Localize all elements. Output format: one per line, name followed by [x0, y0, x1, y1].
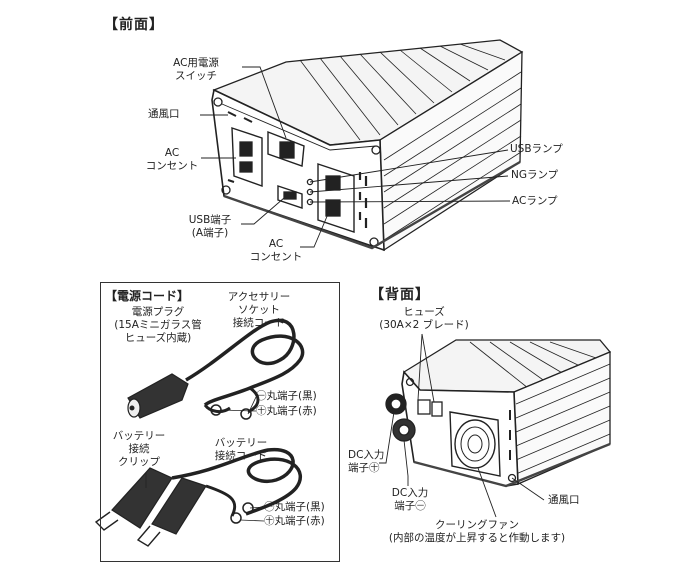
- label-battery-clip: バッテリー 接続 クリップ: [108, 430, 170, 469]
- label-accessory-positive-terminal: ㊉丸端子(赤): [256, 405, 317, 417]
- back-leader-lines: [379, 333, 545, 518]
- label-battery-positive-terminal: ㊉丸端子(赤): [264, 515, 325, 527]
- label-usb-port-line2: (A端子): [191, 227, 229, 239]
- label-ac-switch-line2: スイッチ: [175, 70, 217, 82]
- label-battery-negative-terminal: ㊀丸端子(黒): [264, 501, 325, 513]
- label-usb-lamp: USBランプ: [510, 143, 563, 155]
- label-fuse: ヒューズ (30A×2 ブレード): [368, 306, 480, 332]
- label-vent-front: 通風口: [148, 108, 180, 120]
- label-battery-clip-line1: バッテリー: [112, 430, 166, 442]
- label-dc-negative-line2: 端子㊀: [394, 500, 426, 512]
- label-ac-outlet-bottom: AC コンセント: [246, 238, 306, 264]
- back-inverter-drawing: [385, 339, 612, 488]
- label-battery-clip-line3: クリップ: [118, 456, 160, 468]
- power-cord-panel: [100, 282, 340, 562]
- front-section-title: 【前面】: [104, 17, 164, 33]
- label-ac-outlet-bottom-line1: AC: [268, 238, 284, 250]
- label-dc-negative: DC入力 端子㊀: [384, 487, 436, 513]
- power-cord-drawing: [94, 318, 305, 547]
- label-vent-back: 通風口: [548, 494, 580, 506]
- label-plug: 電源プラグ (15Aミニガラス管 ヒューズ内蔵): [114, 306, 202, 345]
- label-plug-line2: (15Aミニガラス管: [114, 319, 202, 331]
- label-battery-cord-line2: 接続コード: [214, 450, 268, 462]
- front-leader-lines: [200, 66, 511, 248]
- label-dc-positive-line1: DC入力: [348, 449, 385, 461]
- back-section-title: 【背面】: [370, 287, 430, 303]
- label-usb-port: USB端子 (A端子): [180, 214, 240, 240]
- label-ac-outlet-bottom-line2: コンセント: [249, 251, 303, 263]
- label-battery-cord-line1: バッテリー: [214, 437, 268, 449]
- label-accessory-cord-line1: アクセサリー: [227, 291, 291, 303]
- label-fuse-line2: (30A×2 ブレード): [379, 319, 469, 331]
- label-ac-switch: AC用電源 スイッチ: [150, 57, 242, 83]
- label-ng-lamp: NGランプ: [511, 169, 559, 181]
- label-accessory-cord-line2: ソケット: [238, 304, 280, 316]
- power-cord-section-title: 【電源コード】: [105, 289, 190, 303]
- label-ac-outlet-left: AC コンセント: [142, 147, 202, 173]
- label-usb-port-line1: USB端子: [188, 214, 232, 226]
- label-ac-lamp: ACランプ: [512, 195, 558, 207]
- label-ac-switch-line1: AC用電源: [173, 57, 219, 69]
- label-accessory-cord-line3: 接続コード: [232, 317, 286, 329]
- label-battery-cord: バッテリー 接続コード: [206, 437, 276, 463]
- label-dc-negative-line1: DC入力: [391, 487, 429, 499]
- label-accessory-cord: アクセサリー ソケット 接続コード: [220, 291, 298, 330]
- front-inverter-drawing: [211, 39, 524, 252]
- label-plug-line1: 電源プラグ: [131, 306, 185, 318]
- label-cooling-fan: クーリングファン (内部の温度が上昇すると作動します): [370, 519, 584, 545]
- label-ac-outlet-left-line1: AC: [164, 147, 180, 159]
- label-dc-positive-line2: 端子㊉: [348, 462, 380, 474]
- label-ac-outlet-left-line2: コンセント: [145, 160, 199, 172]
- label-accessory-negative-terminal: ㊀丸端子(黒): [256, 390, 317, 402]
- label-cooling-fan-line1: クーリングファン: [435, 519, 519, 531]
- label-plug-line3: ヒューズ内蔵): [124, 332, 192, 344]
- label-battery-clip-line2: 接続: [128, 443, 150, 455]
- label-cooling-fan-line2: (内部の温度が上昇すると作動します): [388, 532, 566, 544]
- cord-leader-lines: [145, 396, 265, 522]
- label-dc-positive: DC入力 端子㊉: [348, 449, 384, 475]
- label-fuse-line1: ヒューズ: [403, 306, 445, 318]
